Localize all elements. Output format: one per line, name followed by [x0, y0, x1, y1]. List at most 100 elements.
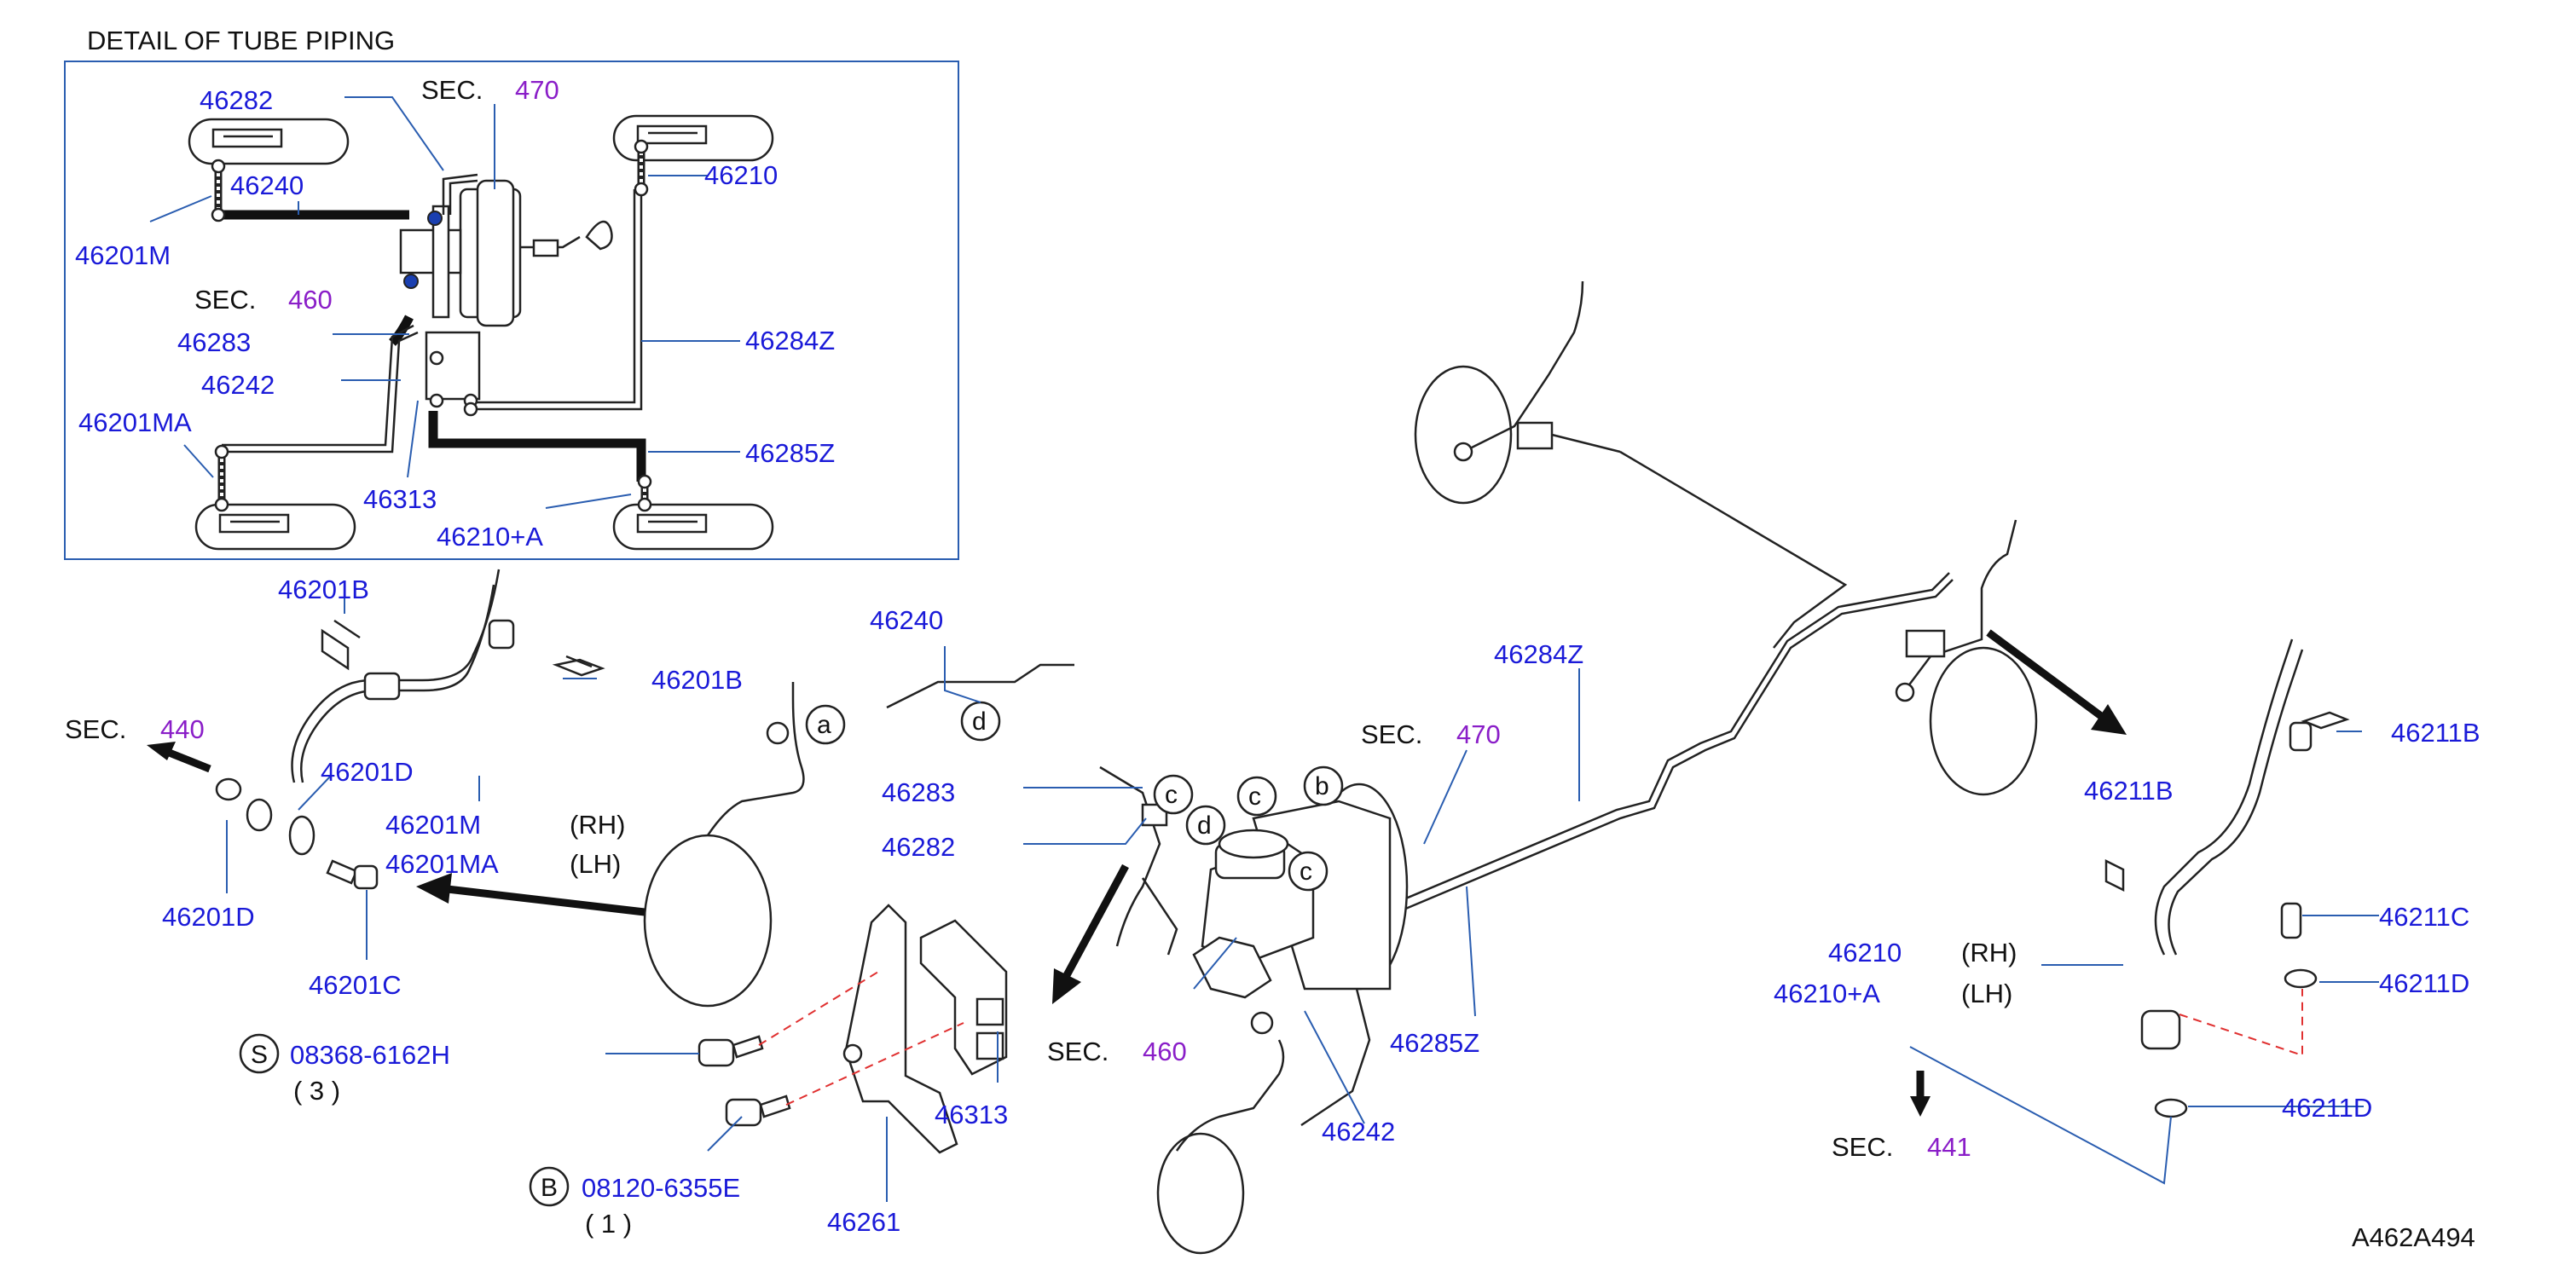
- detail-wheel-rr: [612, 503, 774, 551]
- main-brake-lines: [886, 433, 1954, 1127]
- fastener-s-part: 08368-6162H: [290, 1040, 450, 1070]
- detail-label-46240: 46240: [230, 170, 304, 200]
- rear-top-disc: [1414, 280, 1584, 505]
- connector-c-lower: c: [1288, 851, 1329, 892]
- sec-prefix-470: SEC.: [1361, 719, 1422, 749]
- label-46201D-upper: 46201D: [321, 757, 414, 787]
- connector-b: b: [1303, 765, 1344, 806]
- detail-tubes: [218, 173, 646, 482]
- connector-a: a: [805, 704, 846, 745]
- label-46210A: 46210+A: [1774, 979, 1880, 1008]
- detail-label-46201M: 46201M: [75, 240, 171, 270]
- sec-prefix-441: SEC.: [1832, 1132, 1893, 1162]
- label-lh-rear: (LH): [1961, 979, 2012, 1008]
- label-46211C: 46211C: [2379, 902, 2469, 932]
- svg-text:S: S: [251, 1041, 268, 1069]
- detail-master-cylinder: [399, 205, 481, 401]
- main-master-cylinder: [1141, 783, 1409, 999]
- front-left-hose-assembly: [215, 569, 605, 856]
- label-lh-front: (LH): [570, 849, 621, 879]
- label-46211D-lower: 46211D: [2282, 1093, 2372, 1123]
- label-46201MA: 46201MA: [385, 849, 499, 879]
- label-46211D-upper: 46211D: [2379, 968, 2469, 998]
- bolt-46201C: [326, 859, 379, 890]
- detail-title: DETAIL OF TUBE PIPING: [87, 26, 395, 55]
- detail-label-46284Z: 46284Z: [745, 326, 835, 355]
- label-46211B-top: 46211B: [2391, 718, 2480, 748]
- connector-d-lower: d: [1185, 805, 1226, 846]
- connector-c-left: c: [1153, 774, 1194, 815]
- label-46261: 46261: [827, 1207, 900, 1237]
- svg-text:c: c: [1248, 783, 1261, 811]
- sec-prefix-440: SEC.: [65, 714, 126, 744]
- detail-inset: DETAIL OF TUBE PIPING: [64, 26, 959, 560]
- dashed-guide-b: [785, 1022, 964, 1106]
- svg-text:c: c: [1300, 858, 1312, 886]
- sec-470: 470: [1456, 719, 1501, 749]
- bolt-b-08120: [725, 1095, 791, 1127]
- label-46210: 46210: [1828, 938, 1902, 968]
- front-left-disc: [643, 682, 805, 1008]
- fastener-s-symbol: S: [239, 1033, 280, 1074]
- label-46285Z: 46285Z: [1390, 1028, 1479, 1058]
- label-46313: 46313: [935, 1100, 1008, 1129]
- fastener-b-qty: ( 1 ): [585, 1209, 632, 1239]
- detail-label-46313: 46313: [363, 484, 437, 514]
- label-rh-rear: (RH): [1961, 938, 2017, 968]
- rear-right-hose-assembly: [2104, 638, 2350, 1118]
- connector-c-mid: c: [1236, 776, 1277, 817]
- detail-label-46210: 46210: [704, 160, 778, 190]
- label-46211B-mid: 46211B: [2084, 776, 2174, 806]
- label-46201M: 46201M: [385, 810, 481, 840]
- detail-sec-470: 470: [515, 75, 559, 105]
- fastener-b-symbol: B: [529, 1166, 570, 1207]
- detail-wheel-rl: [194, 503, 356, 551]
- detail-booster: [459, 179, 613, 327]
- sec-prefix-460: SEC.: [1047, 1037, 1109, 1066]
- label-46201C: 46201C: [309, 970, 402, 1000]
- detail-label-46283: 46283: [177, 327, 251, 357]
- detail-label-46285Z: 46285Z: [745, 438, 835, 468]
- label-46282: 46282: [882, 832, 955, 862]
- svg-text:a: a: [817, 711, 831, 739]
- diagram-code: A462A494: [2352, 1222, 2475, 1252]
- svg-text:d: d: [1197, 812, 1212, 840]
- detail-wheel-fr: [612, 114, 774, 162]
- detail-label-46242: 46242: [201, 370, 275, 400]
- label-46240: 46240: [870, 605, 943, 635]
- sec-460: 460: [1143, 1037, 1187, 1066]
- sec-440: 440: [160, 714, 205, 744]
- detail-label-46201MA: 46201MA: [78, 407, 192, 437]
- detail-sec-prefix-470: SEC.: [421, 75, 483, 105]
- svg-text:B: B: [541, 1174, 558, 1202]
- label-46283: 46283: [882, 777, 955, 807]
- fastener-s-qty: ( 3 ): [293, 1076, 340, 1106]
- svg-text:d: d: [972, 708, 987, 736]
- label-46201B-right: 46201B: [651, 665, 743, 695]
- sec-441: 441: [1927, 1132, 1971, 1162]
- label-46242: 46242: [1322, 1117, 1395, 1147]
- bolt-s-08368: [698, 1035, 764, 1067]
- bracket-46313: [919, 919, 1008, 1076]
- label-46284Z: 46284Z: [1494, 639, 1583, 669]
- dashed-guide-s: [758, 971, 879, 1046]
- svg-text:b: b: [1315, 772, 1329, 800]
- arrow-to-caliper-left: [416, 873, 645, 916]
- detail-fittings: [211, 139, 652, 512]
- arrow-to-sec-460: [1052, 864, 1129, 1004]
- detail-frame: [64, 61, 959, 560]
- detail-wheel-fl: [188, 118, 350, 165]
- label-46201D-lower: 46201D: [162, 902, 255, 932]
- connector-d-top: d: [960, 701, 1001, 742]
- detail-sec-460: 460: [288, 285, 333, 315]
- detail-leaders: [149, 96, 740, 509]
- rear-right-disc: [1895, 519, 2038, 796]
- main-leaders: [226, 597, 2379, 1202]
- detail-label-46282: 46282: [200, 85, 273, 115]
- dashed-guide-rear: [2179, 989, 2303, 1057]
- svg-text:c: c: [1165, 781, 1178, 809]
- label-rh-front: (RH): [570, 810, 625, 840]
- detail-sec-prefix-460: SEC.: [194, 285, 256, 315]
- arrow-to-rear-caliper: [1986, 629, 2127, 735]
